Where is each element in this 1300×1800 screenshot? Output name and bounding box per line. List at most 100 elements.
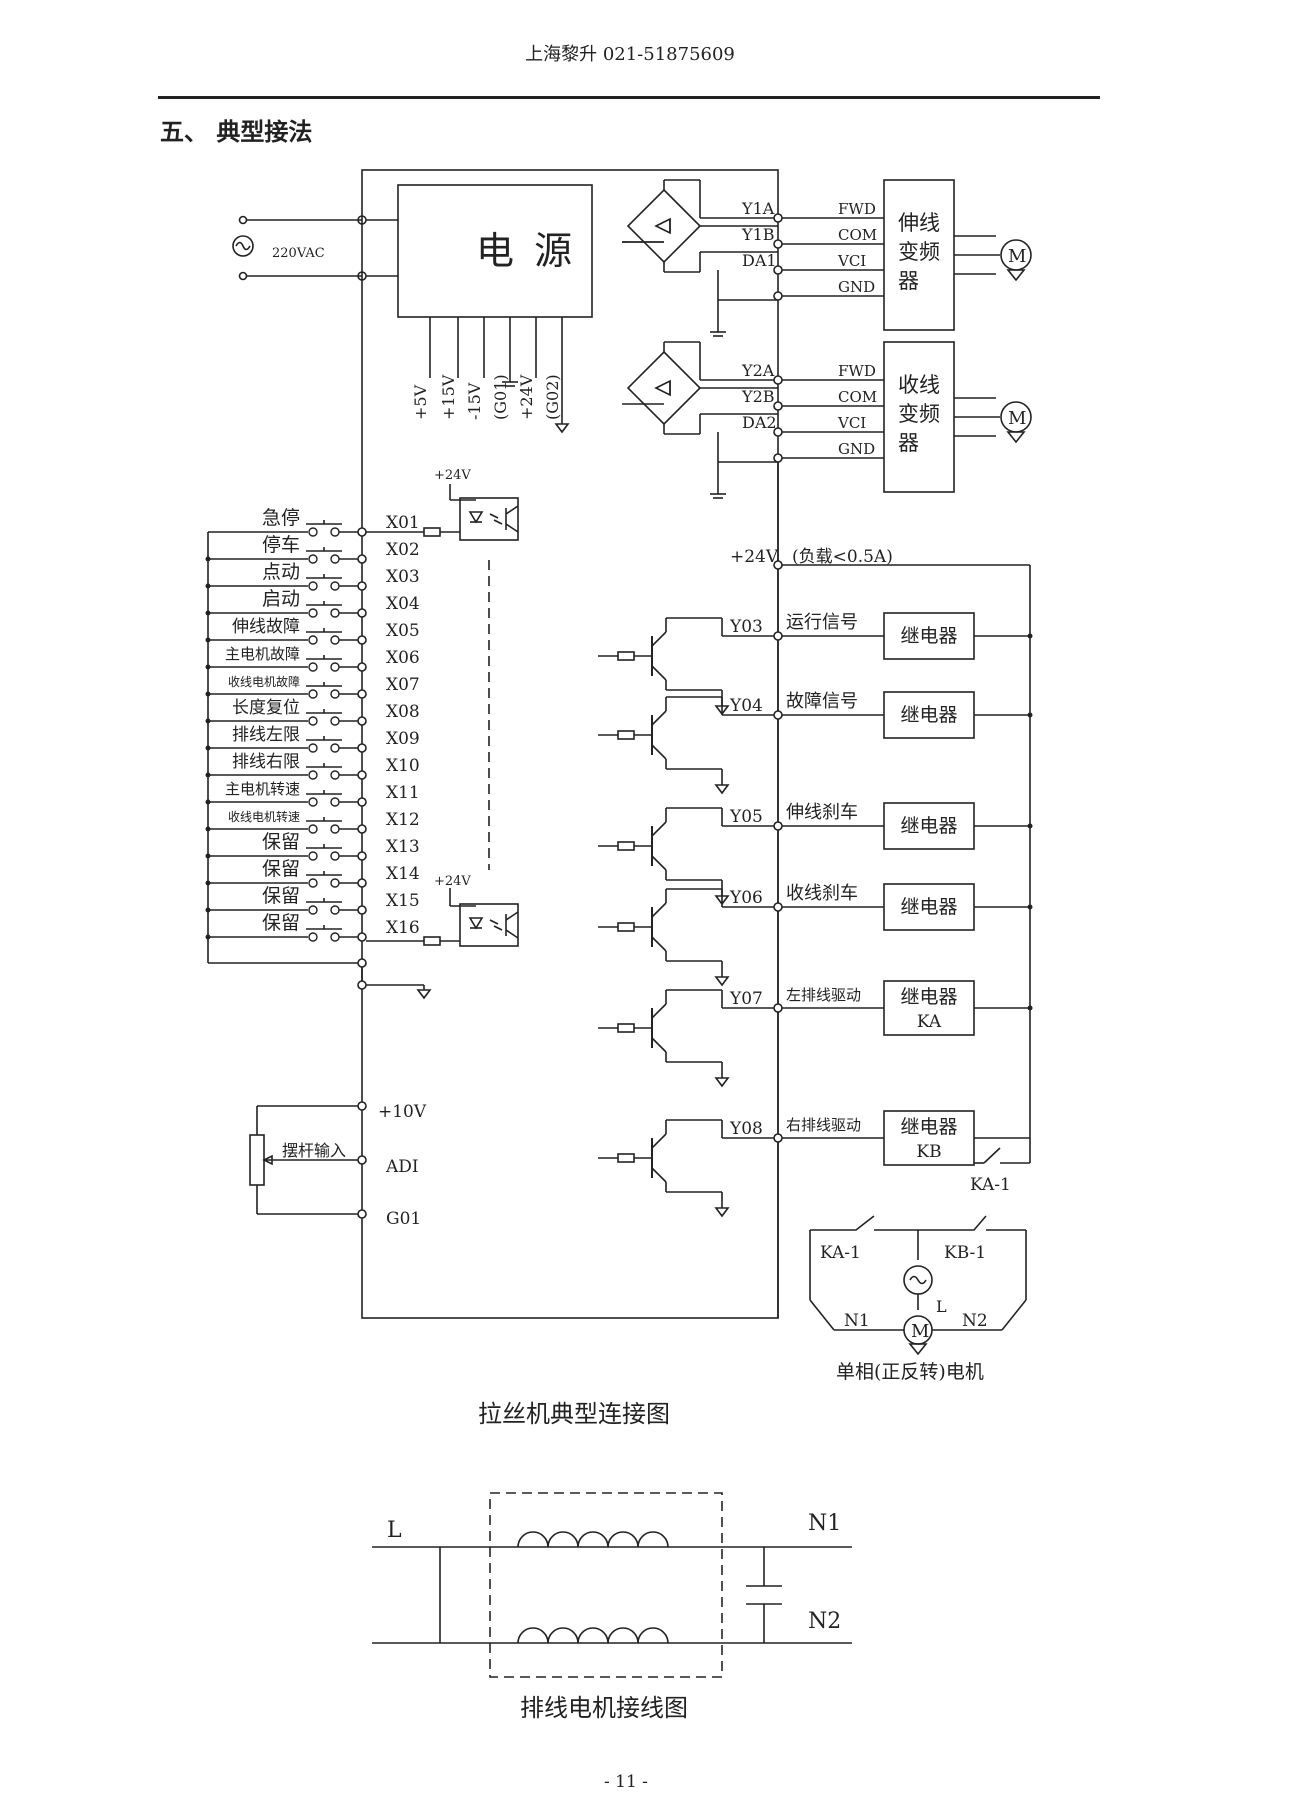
rectifier-bridge-bottom [626,350,702,426]
output-term-label: Y08 [729,1119,763,1139]
input-contact-node [308,743,318,753]
vfd-top-term-node [773,239,783,249]
input-contact-node [330,662,340,672]
input-term-node [357,743,367,753]
vfd-bottom-signal-label: FWD [838,362,876,380]
input-junction [205,799,211,805]
input-label: 主电机故障 [225,645,300,663]
output-relay-label: 继电器 [900,1116,957,1138]
power-output-label: (G02) [543,374,562,420]
input-term-node [357,635,367,645]
input-ground-node [357,980,367,990]
opto-supply-label-top: +24V [434,468,471,483]
vfd-bottom-term-label: DA2 [742,413,777,432]
motor-ka-label: KA-1 [820,1243,861,1263]
power-supply-title: 电 源 [476,229,576,273]
input-contact-node [330,581,340,591]
input-junction [205,772,211,778]
output-transistor-emitter [651,665,667,681]
vfd-top-name-label: 伸线 [898,211,940,235]
input-term-label: X11 [386,783,420,803]
output-relay-label: 继电器 [900,896,957,918]
ac-source-icon [232,235,254,257]
input-junction [205,934,211,940]
motor-n1-label: N1 [844,1311,870,1331]
input-label: 保留 [262,858,300,880]
vfd-top-motor-label: M [1008,246,1026,267]
output-transistor-collector [651,631,667,647]
input-contact-node [330,797,340,807]
vfd-top-term-node [773,265,783,275]
input-contact-node [308,608,318,618]
vfd-top-term-node [773,213,783,223]
filter-n1-label: N1 [808,1511,841,1536]
power-output-label: +5V [411,384,430,420]
input-label: 急停 [262,507,300,529]
input-label: 点动 [262,561,300,583]
motor-m-label: M [911,1321,929,1342]
filter-dashed-box [489,1492,723,1678]
input-contact-node [330,770,340,780]
vfd-bottom-signal-label: GND [838,440,875,458]
section-title: 五、 典型接法 [160,117,313,146]
input-term-node [357,905,367,915]
input-label: 收线电机转速 [228,809,300,824]
output-transistor-collector [651,710,667,726]
input-term-node [357,581,367,591]
vfd-top-motor-base [1006,269,1026,282]
output-relay-id: KA [917,1012,942,1032]
input-term-label: X02 [386,540,420,560]
input-junction [205,610,211,616]
analog-term-node [357,1209,367,1219]
input-contact-node [308,878,318,888]
input-junction [205,583,211,589]
input-label: 收线电机故障 [228,674,300,689]
input-term-node [357,851,367,861]
pot-label: 摆杆输入 [282,1141,346,1160]
output-term-node [773,710,783,720]
analog-term-10v: +10V [378,1102,427,1122]
input-junction [205,880,211,886]
inductor-bottom [517,1627,669,1644]
potentiometer [249,1134,265,1186]
output-label: 左排线驱动 [786,986,861,1004]
output-ground [714,1077,730,1088]
vfd-top-name-label: 变频 [898,240,940,264]
output-resistor [617,922,635,932]
diagram1-caption: 拉丝机典型连接图 [478,1400,670,1428]
output-relay-id: KB [916,1142,941,1162]
input-label: 排线右限 [232,752,300,772]
input-term-label: X16 [386,918,420,938]
input-term-label: X07 [386,675,420,695]
ac-voltage-label: 220VAC [272,246,325,261]
input-term-node [357,689,367,699]
supply-load-note: (负载<0.5A) [792,547,893,567]
optocoupler-bottom [459,903,519,947]
input-term-node [357,527,367,537]
input-term-label: X04 [386,594,420,614]
vfd-bottom-signal-label: COM [838,388,877,406]
power-output-label: +24V [517,374,536,420]
output-label: 收线刹车 [786,883,858,904]
input-contact-node [330,716,340,726]
input-term-node [357,608,367,618]
header-rule [158,96,1100,99]
output-junction [1027,712,1033,718]
analog-term-g01: G01 [386,1209,421,1229]
power-supply-box [397,184,593,318]
output-junction [1027,904,1033,910]
page-header: 上海黎升 021-51875609 [525,44,735,65]
input-term-label: X15 [386,891,420,911]
input-term-label: X14 [386,864,420,884]
input-contact-node [330,635,340,645]
input-junction [205,664,211,670]
input-label: 启动 [262,588,300,610]
input-term-node [357,797,367,807]
input-contact-node [308,905,318,915]
motor-circuit-caption: 单相(正反转)电机 [836,1361,984,1383]
input-junction [205,718,211,724]
output-relay-label: 继电器 [900,815,957,837]
input-common-node [357,958,367,968]
